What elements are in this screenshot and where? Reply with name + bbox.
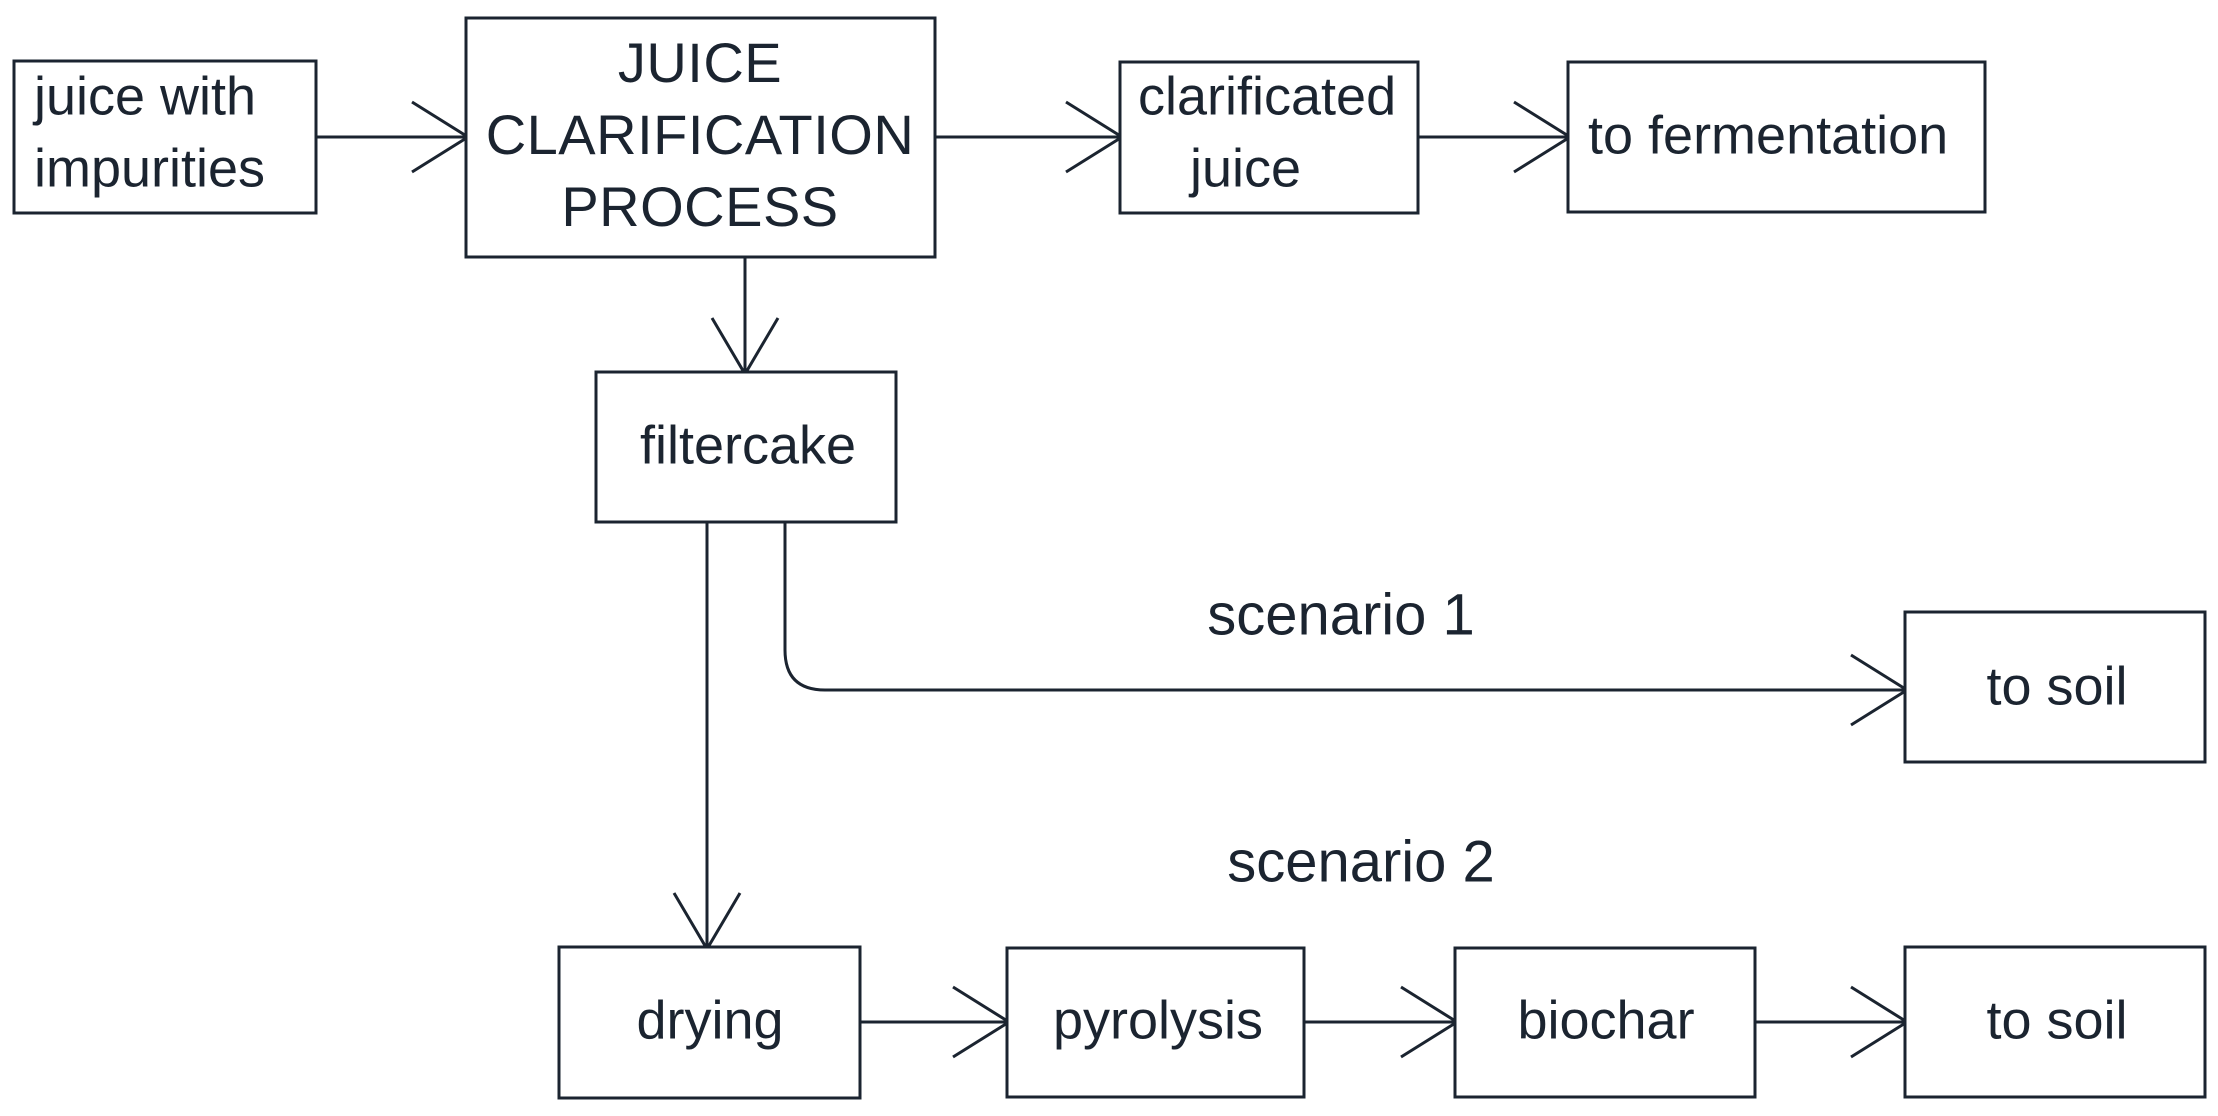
node-pyrolysis[interactable]: pyrolysis (1005, 946, 1306, 1099)
node-filtercake-label: filtercake (640, 415, 856, 475)
node-to-soil-scenario1[interactable]: to soil (1903, 610, 2207, 764)
node-juice-with-impurities-line2: impurities (34, 138, 265, 198)
node-pyrolysis-box[interactable] (1005, 946, 1306, 1099)
node-to-soil-scenario1-box[interactable] (1903, 610, 2207, 764)
node-to-fermentation-box[interactable] (1566, 60, 1987, 214)
node-juice-with-impurities-line1: juice with (32, 66, 256, 126)
node-to-soil-scenario2-box[interactable] (1903, 945, 2207, 1099)
node-juice-clarification-process-line2: CLARIFICATION (486, 103, 915, 166)
edge-pyrolysis-to-biochar (1304, 985, 1460, 1059)
edge-process-to-clarificated-juice (935, 100, 1125, 174)
node-clarificated-juice[interactable]: clarificated juice (1118, 60, 1420, 215)
node-drying-box[interactable] (557, 945, 862, 1100)
node-filtercake[interactable]: filtercake (594, 370, 898, 524)
node-to-soil-scenario2[interactable]: to soil (1903, 945, 2207, 1099)
node-to-soil-scenario2-label: to soil (1986, 990, 2127, 1050)
edge-juice-to-process (316, 100, 471, 174)
node-juice-with-impurities[interactable]: juice with impurities (12, 59, 318, 215)
node-clarificated-juice-line1: clarificated (1138, 66, 1396, 126)
node-biochar-box[interactable] (1453, 946, 1757, 1099)
edge-process-to-filtercake (710, 257, 780, 377)
edge-filtercake-to-drying (672, 522, 742, 952)
node-biochar-label: biochar (1517, 990, 1694, 1050)
edge-clarificated-juice-to-fermentation (1418, 100, 1573, 174)
node-clarificated-juice-box[interactable] (1118, 60, 1420, 215)
node-juice-clarification-process-line1: JUICE (618, 31, 782, 94)
node-juice-with-impurities-box[interactable] (12, 59, 318, 215)
scenario-2-label: scenario 2 (1227, 829, 1495, 894)
node-to-fermentation-label: to fermentation (1588, 105, 1948, 165)
node-to-soil-scenario1-label: to soil (1986, 656, 2127, 716)
node-juice-clarification-process-line3: PROCESS (561, 175, 838, 238)
scenario-1-label: scenario 1 (1207, 582, 1475, 647)
node-juice-clarification-process[interactable]: JUICE CLARIFICATION PROCESS (464, 16, 937, 259)
node-to-fermentation[interactable]: to fermentation (1566, 60, 1987, 214)
node-drying-label: drying (636, 990, 783, 1050)
node-filtercake-box[interactable] (594, 370, 898, 524)
edge-biochar-to-soil (1755, 985, 1910, 1059)
edge-drying-to-pyrolysis (860, 985, 1012, 1059)
node-drying[interactable]: drying (557, 945, 862, 1100)
node-clarificated-juice-line2: juice (1188, 138, 1301, 198)
node-biochar[interactable]: biochar (1453, 946, 1757, 1099)
node-pyrolysis-label: pyrolysis (1053, 990, 1263, 1050)
node-juice-clarification-process-box[interactable] (464, 16, 937, 259)
